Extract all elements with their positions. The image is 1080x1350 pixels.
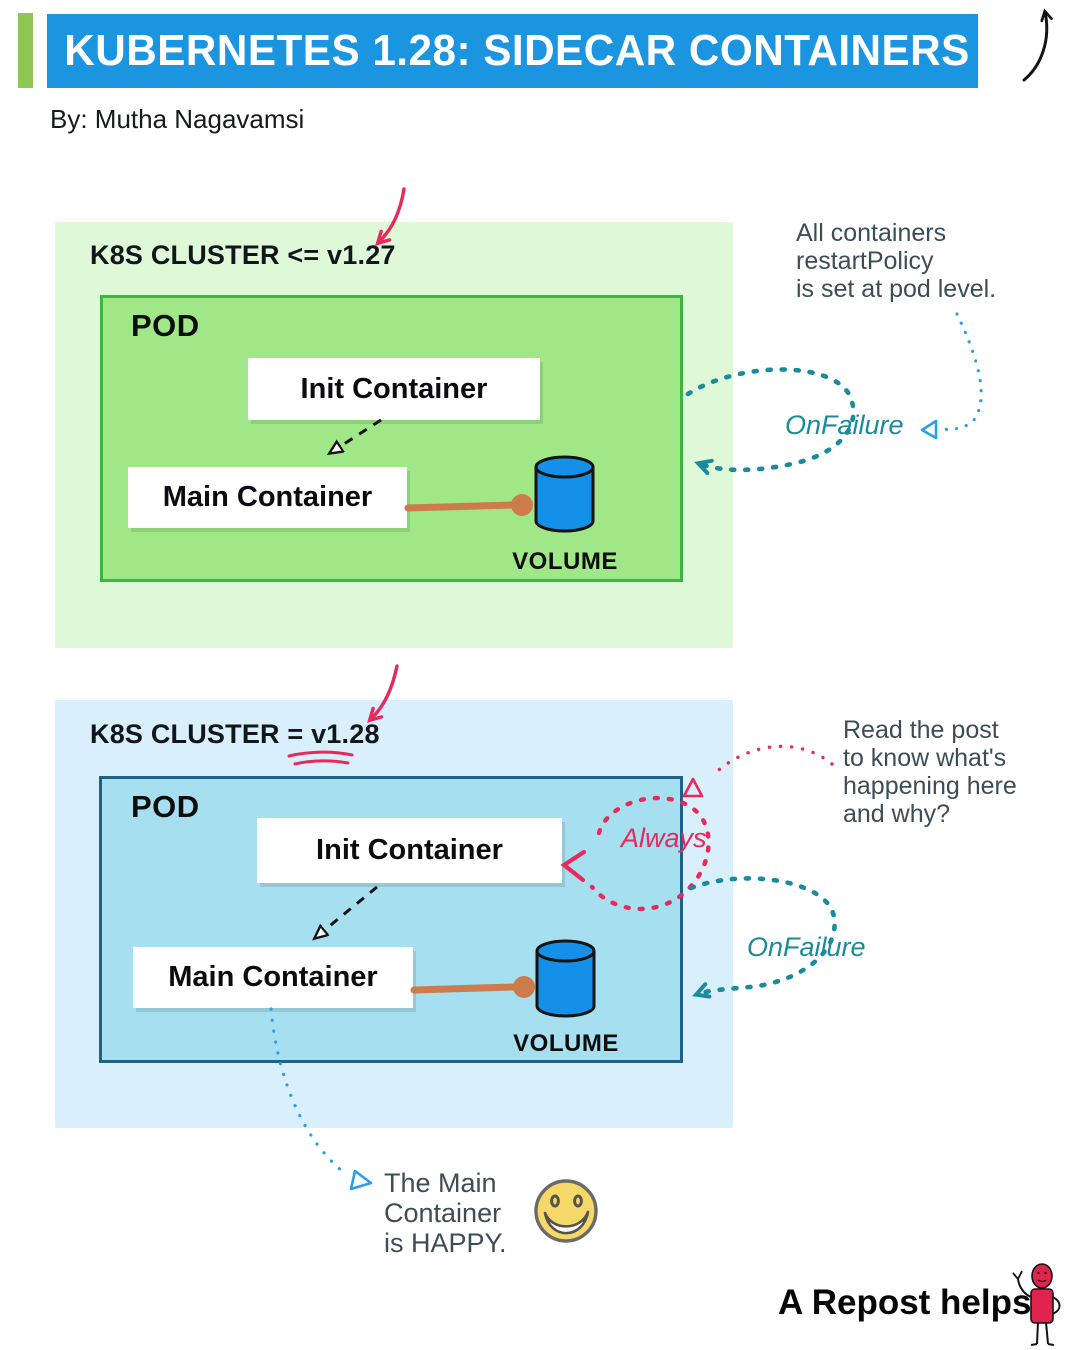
init-container-v127-box: Init Container [248, 358, 540, 420]
pod-v128-label: POD [131, 789, 200, 824]
volume-v128-label: VOLUME [513, 1030, 619, 1057]
always-v128-label: Always [621, 823, 707, 853]
happy-note: The Main Container is HAPPY. [384, 1168, 507, 1258]
init-container-v128-label: Init Container [316, 834, 503, 866]
volume-v127-label: VOLUME [512, 548, 618, 575]
init-container-v128-box: Init Container [257, 818, 562, 883]
onfailure-v128-label: OnFailure [747, 932, 866, 962]
page-title: KUBERNETES 1.28: SIDECAR CONTAINERS [64, 26, 970, 75]
annotation-restartpolicy: All containers restartPolicy is set at p… [796, 219, 997, 303]
accent-bar [18, 13, 33, 88]
onfailure-v127-label: OnFailure [785, 410, 904, 440]
cluster-v127-title: K8S CLUSTER <= v1.27 [90, 240, 396, 270]
main-container-v128-label: Main Container [168, 961, 378, 993]
header-banner: KUBERNETES 1.28: SIDECAR CONTAINERS [47, 14, 978, 88]
pod-v127-box [100, 295, 683, 582]
cluster-v128-title: K8S CLUSTER = v1.28 [90, 719, 380, 749]
main-container-v127-box: Main Container [128, 467, 407, 528]
main-container-v127-label: Main Container [162, 481, 373, 513]
byline: By: Mutha Nagavamsi [50, 104, 305, 134]
header-curved-up-arrow-icon [1022, 8, 1053, 82]
init-container-v127-label: Init Container [300, 372, 488, 405]
main-container-v128-box: Main Container [133, 947, 413, 1008]
annotation-pointer-v127 [920, 312, 983, 440]
pod-v127-label: POD [131, 308, 200, 343]
repost-label: A Repost helps [778, 1283, 1032, 1322]
smiley-face-icon [534, 1179, 598, 1243]
annotation-read-post: Read the post to know what's happening h… [843, 716, 1017, 828]
